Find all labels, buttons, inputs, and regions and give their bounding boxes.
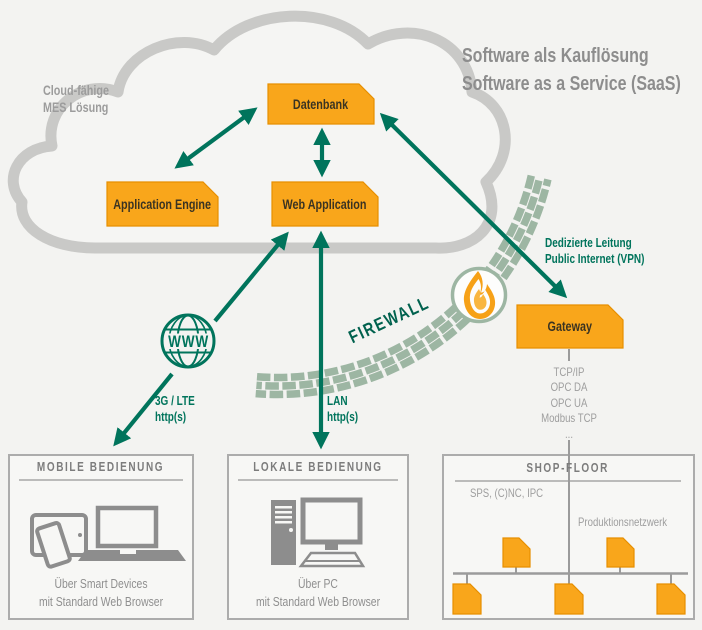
flame-icon	[450, 266, 508, 324]
cloud-label: Cloud-fähige MES Lösung	[43, 83, 109, 115]
machine-node-icon	[656, 583, 686, 615]
connection-arrows	[113, 107, 568, 450]
shopfloor-network-lines	[453, 349, 688, 584]
process-boxes	[106, 83, 624, 349]
cloud-shape	[7, 10, 511, 254]
arrow-www-mobile	[113, 372, 174, 447]
lan-link-label: LAN http(s)	[327, 394, 359, 424]
lokale-panel-caption: Über PC mit Standard Web Browser	[255, 576, 381, 609]
produktionsnetzwerk-label: Produktionsnetzwerk	[578, 515, 668, 529]
gateway-protocol-list: TCP/IP OPC DA OPC UA Modbus TCP ...	[509, 365, 629, 442]
arrow-datenbank-gateway	[379, 112, 568, 299]
page-title: Software als Kauflösung Software as a Se…	[462, 42, 702, 98]
title-line-2: Software as a Service (SaaS)	[462, 73, 681, 95]
machine-node-icon	[606, 537, 635, 568]
datenbank-box	[267, 83, 375, 125]
machine-node-icons	[452, 537, 686, 615]
www-globe-icon	[160, 313, 216, 369]
www-label: WWW	[168, 332, 210, 351]
datenbank-node: Datenbank	[268, 84, 374, 124]
arrow-webapp-www	[213, 231, 289, 323]
web-application-box	[271, 181, 379, 227]
lokale-panel-header: LOKALE BEDIENUNG	[253, 460, 383, 474]
mobile-panel-caption: Über Smart Devices mit Standard Web Brow…	[38, 576, 164, 609]
protocol-item: TCP/IP	[553, 365, 585, 379]
shopfloor-panel-header: SHOP-FLOOR	[526, 461, 610, 475]
protocol-item: Modbus TCP	[541, 411, 597, 426]
gateway-label: Gateway	[547, 319, 593, 334]
application-engine-label: Application Engine	[113, 196, 212, 212]
gateway-box	[516, 304, 624, 349]
vpn-link-label: Dedizierte Leitung Public Internet (VPN)	[545, 236, 645, 266]
web-application-node: Web Application	[272, 182, 378, 226]
desktop-pc-icon	[271, 497, 366, 568]
protocol-item: OPC UA	[550, 395, 588, 410]
protocol-item: ...	[564, 426, 573, 441]
machine-node-icon	[554, 583, 584, 615]
title-line-1: Software als Kauflösung	[462, 45, 649, 67]
shopfloor-devices-label: SPS, (C)NC, IPC	[470, 486, 544, 500]
mobile-panel-header: MOBILE BEDIENUNG	[37, 460, 165, 474]
application-engine-node: Application Engine	[107, 182, 218, 226]
datenbank-label: Datenbank	[293, 96, 349, 112]
web-application-label: Web Application	[282, 196, 367, 212]
mobile-link-label: 3G / LTE http(s)	[155, 394, 195, 424]
application-engine-box	[106, 181, 219, 227]
machine-node-icon	[502, 537, 531, 568]
protocol-item: OPC DA	[550, 380, 588, 395]
gateway-node: Gateway	[517, 305, 623, 348]
machine-node-icon	[452, 583, 482, 615]
tablet-phone-laptop-icon	[30, 505, 186, 569]
arrow-appengine-datenbank	[174, 107, 258, 169]
